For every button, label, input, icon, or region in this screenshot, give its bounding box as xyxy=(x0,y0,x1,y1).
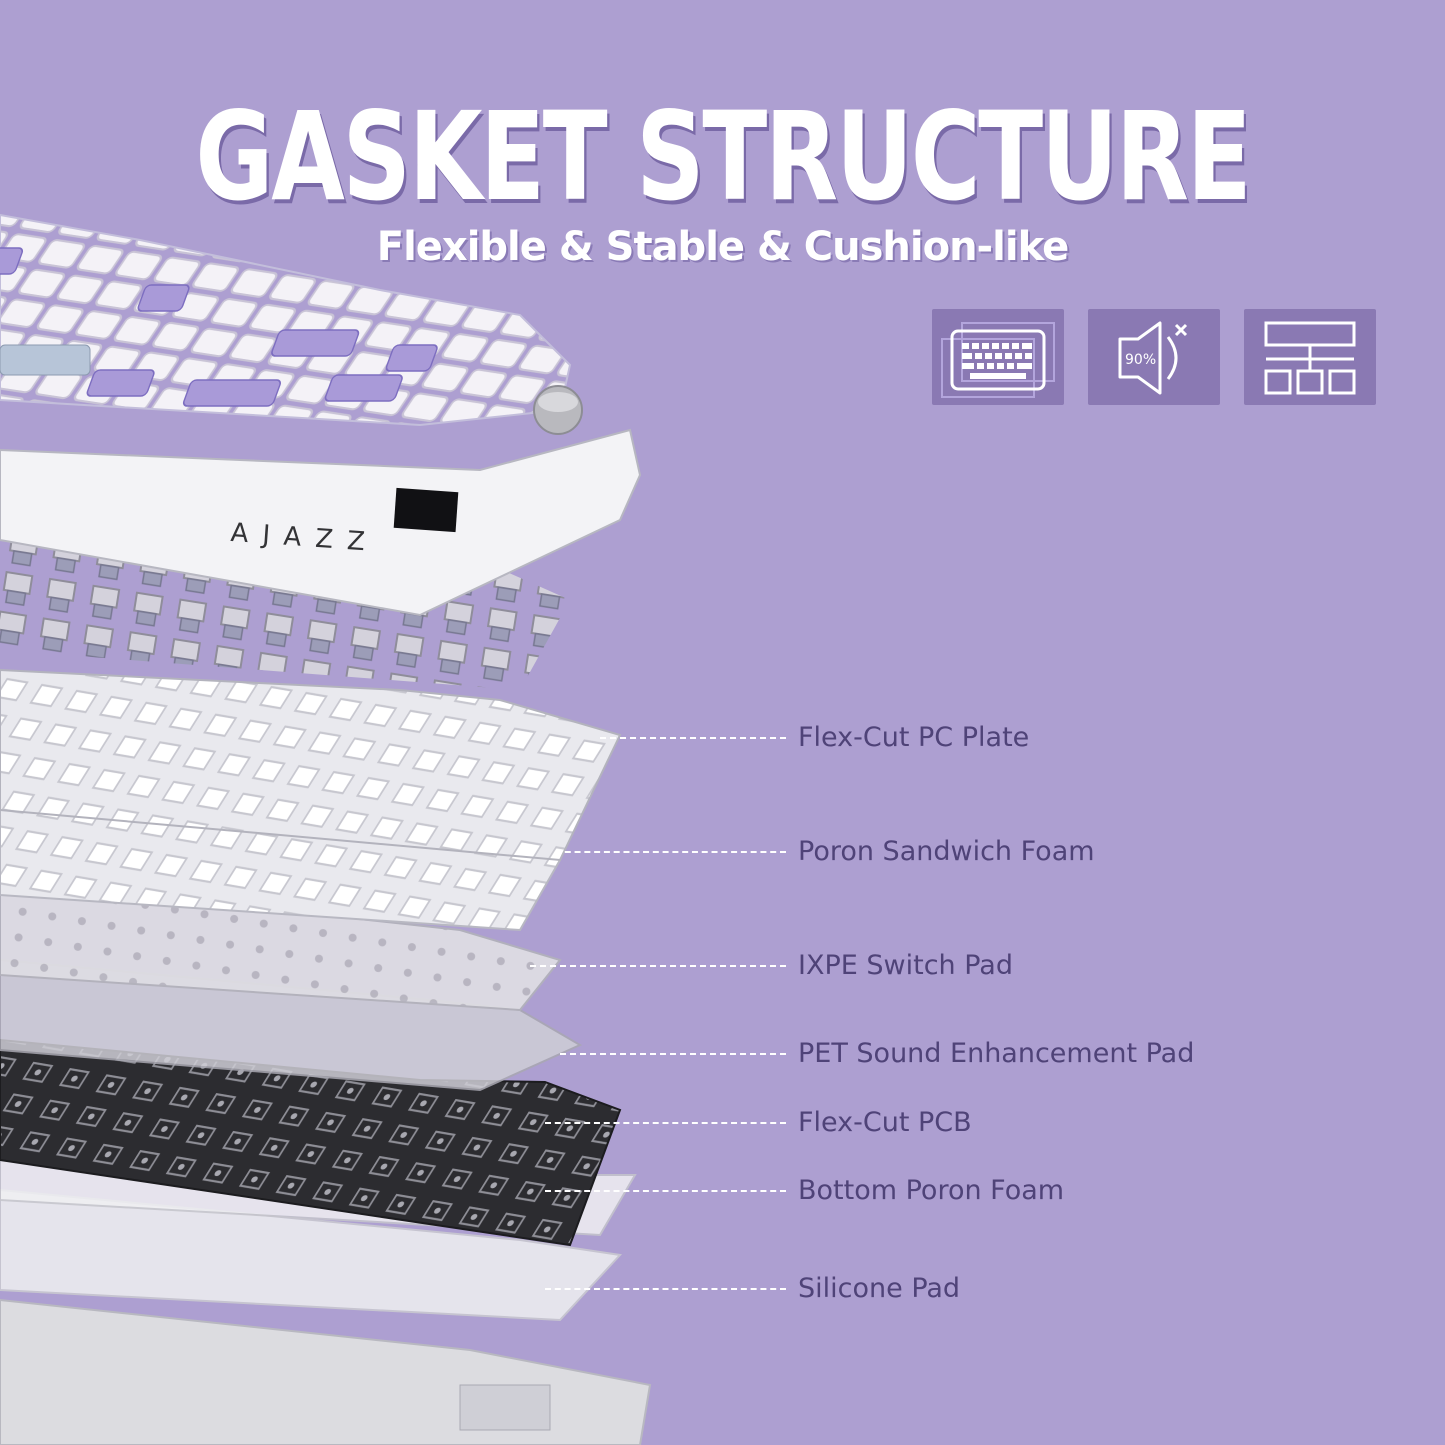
leader-line xyxy=(600,737,786,739)
page-subtitle: Flexible & Stable & Cushion-like xyxy=(376,224,1069,270)
layer-label-ixpe-switch-pad: IXPE Switch Pad xyxy=(798,950,1013,981)
layer-label-pet-sound-pad: PET Sound Enhancement Pad xyxy=(798,1038,1195,1069)
feature-mute-tile: 90% xyxy=(1088,309,1220,405)
feature-keyboard-tile xyxy=(932,309,1064,405)
feature-structure-tile xyxy=(1244,309,1376,405)
leader-line xyxy=(560,1053,786,1055)
mute-speaker-icon: 90% xyxy=(1118,321,1188,395)
layer-label-silicone-pad: Silicone Pad xyxy=(798,1273,961,1304)
layer-label-poron-sandwich-foam: Poron Sandwich Foam xyxy=(798,836,1095,867)
page-title: GASKET STRUCTURE xyxy=(195,86,1251,228)
layer-label-bottom-poron-foam: Bottom Poron Foam xyxy=(798,1175,1065,1206)
leader-line xyxy=(545,1288,786,1290)
mute-percent-text: 90% xyxy=(1125,352,1156,368)
leader-line xyxy=(545,1190,786,1192)
leader-line xyxy=(545,1122,786,1124)
layer-structure-icon xyxy=(1264,321,1356,395)
leader-line xyxy=(530,965,786,967)
layer-label-pcb: Flex-Cut PCB xyxy=(798,1107,972,1138)
layer-label-pc-plate: Flex-Cut PC Plate xyxy=(798,722,1030,753)
leader-line xyxy=(555,851,786,853)
keyboard-icon xyxy=(941,322,1055,398)
exploded-keyboard-illustration: AJAZZ xyxy=(0,213,652,1445)
